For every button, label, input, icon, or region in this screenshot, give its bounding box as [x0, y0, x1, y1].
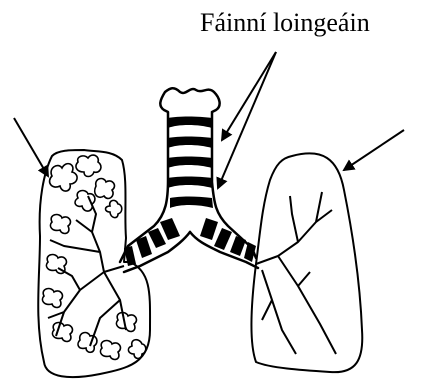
arrow-left-lung: [14, 118, 48, 176]
left-lung: [38, 150, 150, 377]
right-lung: [251, 153, 362, 372]
tracheal-rings: [124, 117, 256, 267]
arrow-right-lung: [344, 130, 404, 170]
arrow-to-lower-ring: [218, 52, 276, 188]
arrow-to-upper-ring: [222, 52, 276, 140]
